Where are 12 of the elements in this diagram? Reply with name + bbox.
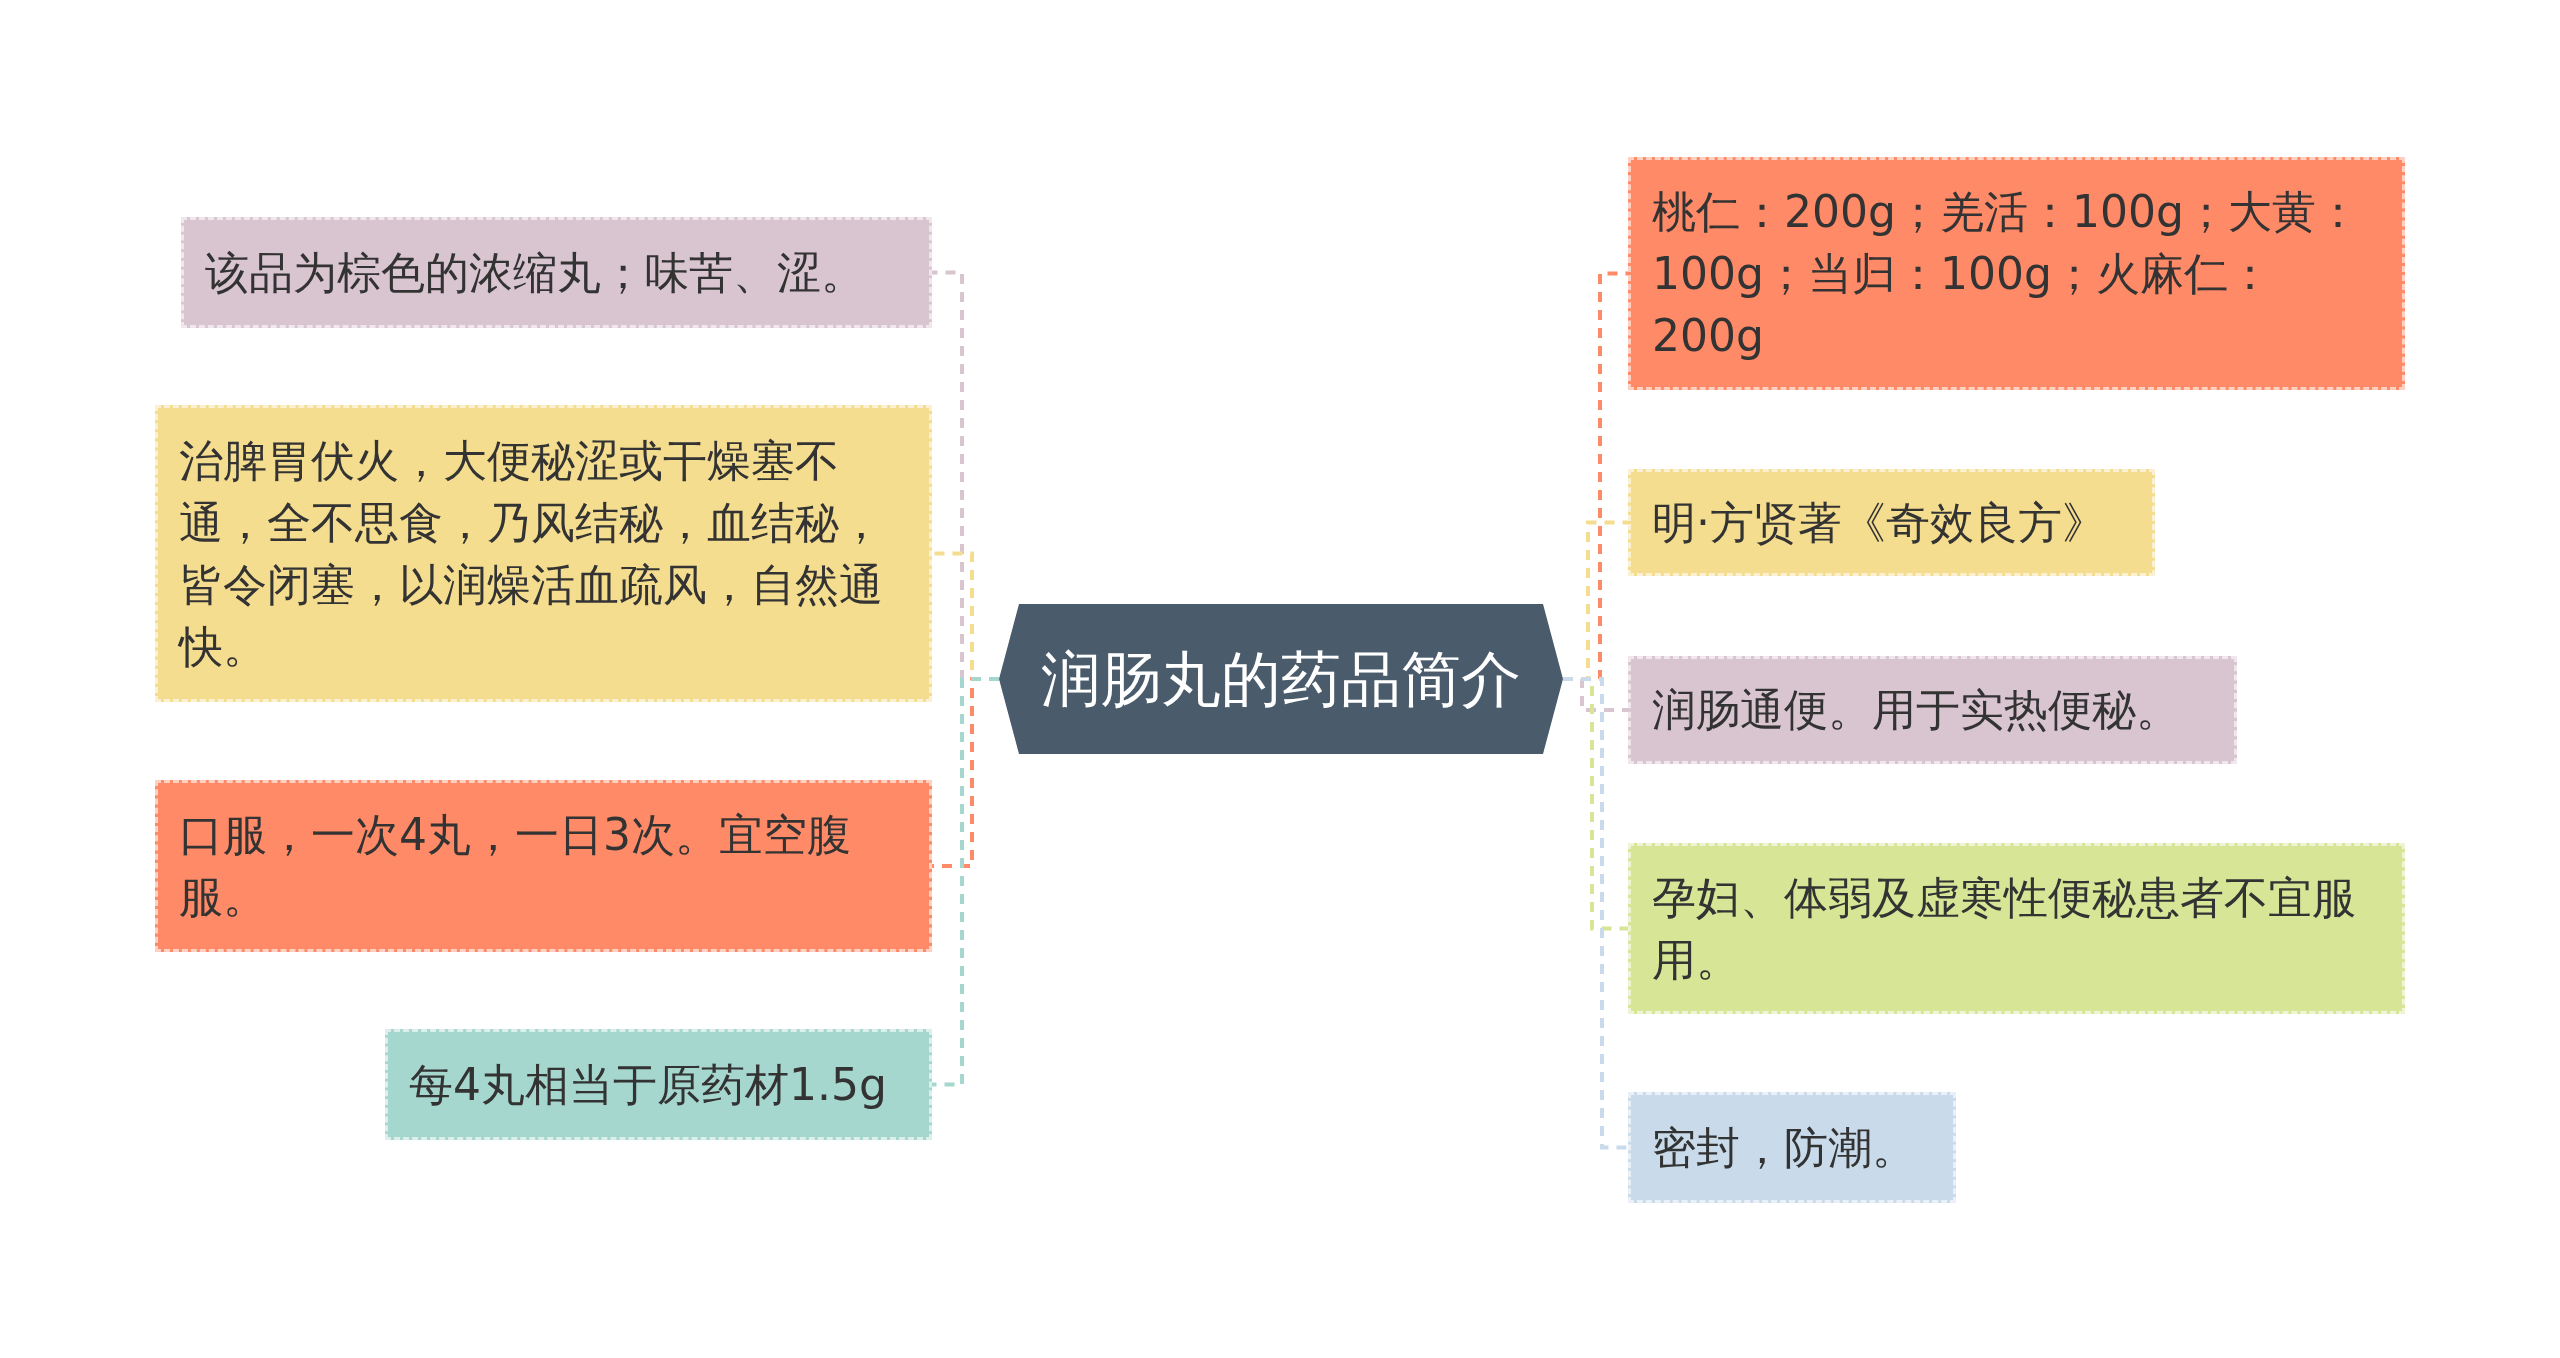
- topic-box: 孕妇、体弱及虚寒性便秘患者不宜服用。: [1628, 843, 2405, 1014]
- topic-box: 口服，一次4丸，一日3次。宜空腹服。: [155, 780, 932, 952]
- topic-title: 润肠丸的药品简介: [1041, 643, 1521, 716]
- topic-box: 明·方贤著《奇效良方》: [1628, 469, 2155, 576]
- connector-line: [932, 677, 999, 1087]
- connector-line: [1563, 677, 1628, 1150]
- topic-box: 桃仁：200g；羌活：100g；大黄：100g；当归：100g；火麻仁：200g: [1628, 157, 2405, 390]
- topic-box: 密封，防潮。: [1628, 1092, 1956, 1203]
- topic-box: 该品为棕色的浓缩丸；味苦、涩。: [181, 217, 932, 328]
- topic-box: 每4丸相当于原药材1.5g: [385, 1029, 932, 1140]
- topic-box: 润肠通便。用于实热便秘。: [1628, 656, 2237, 764]
- topic-box: 治脾胃伏火，大便秘涩或干燥塞不通，全不思食，乃风结秘，血结秘，皆令闭塞，以润燥活血疏风，自然通快。: [155, 405, 932, 702]
